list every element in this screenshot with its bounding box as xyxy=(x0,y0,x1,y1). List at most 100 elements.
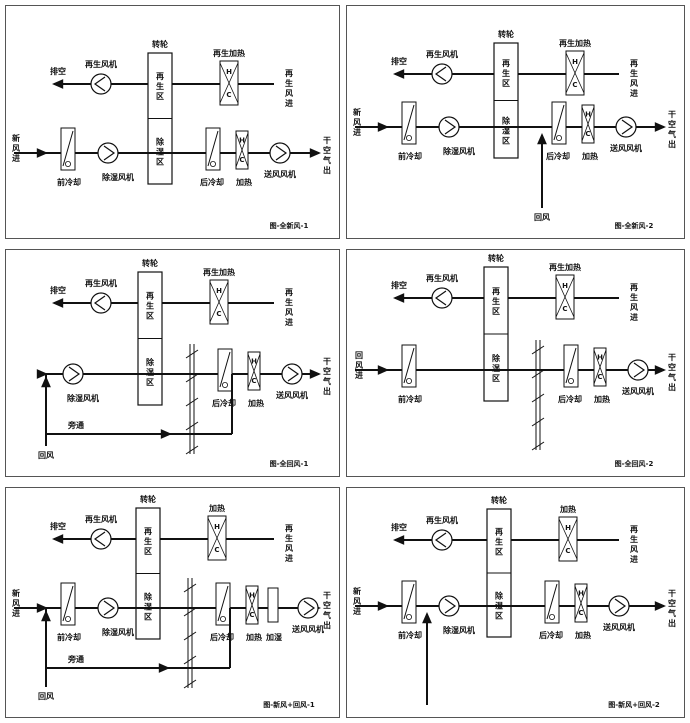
humidifier-icon xyxy=(267,587,279,623)
dry-air-out-label: 干空气出 xyxy=(322,357,331,396)
regen-fan-label: 再生风机 xyxy=(85,59,117,69)
regen-zone-label: 再生区 xyxy=(144,527,152,556)
bypass-damper-slash xyxy=(531,345,545,355)
bypass-damper-slash xyxy=(183,583,197,593)
regen-zone-label: 再生区 xyxy=(495,528,503,557)
dehum-fan-label: 除湿风机 xyxy=(102,627,134,637)
post-cooler-icon-minus-icon xyxy=(221,381,228,388)
regen-heater-icon-cross-b xyxy=(558,518,578,560)
pre-cooler-icon-diagonal xyxy=(403,583,415,620)
dehum-fan-label: 除湿风机 xyxy=(443,146,475,156)
diagram-svg: 排空再生风机HC再生加热再生风进再生区除湿区转轮干空气出新风进前冷却除湿风机后冷… xyxy=(12,39,331,230)
reheat-label: 加热 xyxy=(574,630,591,640)
post-cooler-icon-diagonal xyxy=(219,351,231,388)
wheel-label: 转轮 xyxy=(142,258,158,268)
exhaust-label: 排空 xyxy=(391,280,407,290)
supply-fan-icon xyxy=(627,359,649,381)
pre-cooler-icon-diagonal xyxy=(403,104,415,141)
diagram-svg: 排空再生风机HC再生加热再生风进再生区除湿区转轮干空气出回风进前冷却后冷却HC加… xyxy=(355,253,676,468)
regen-heat-label: 再生加热 xyxy=(549,262,581,272)
regen-heater-icon-h-mark: H xyxy=(565,524,571,532)
figure-caption: 图-全新风-1 xyxy=(270,221,309,230)
post-cooler-icon-diagonal xyxy=(207,130,219,167)
supply-fan-icon xyxy=(281,363,303,385)
diagram-panel-fresh-return-2: 排空再生风机HC加热再生风进再生区除湿区转轮干空气出新风进前冷却除湿风机后冷却H… xyxy=(346,487,685,718)
post-cooler-icon-diagonal xyxy=(553,104,565,141)
reheater-icon-cross-b xyxy=(245,587,259,623)
dehum-fan-icon xyxy=(62,363,84,385)
reheater-icon-h-mark: H xyxy=(578,589,584,597)
reheater-icon-c-mark: C xyxy=(585,130,590,138)
regen-in-label: 再生风进 xyxy=(630,59,638,98)
exhaust-arrow xyxy=(393,69,405,79)
bypass-damper-slash xyxy=(531,393,545,403)
reheater-icon-h-mark: H xyxy=(585,110,591,118)
inlet-arrow xyxy=(36,148,48,158)
post-cooler-icon-minus-icon xyxy=(555,134,562,141)
regen-fan-label: 再生风机 xyxy=(85,278,117,288)
wheel-label: 转轮 xyxy=(491,495,507,505)
pre-cool-label: 前冷却 xyxy=(57,632,81,642)
bypass-damper-slash xyxy=(183,631,197,641)
supply-arrow xyxy=(654,601,666,611)
supply-arrow xyxy=(654,122,666,132)
inlet-arrow xyxy=(377,122,389,132)
post-cooler-icon-minus-icon xyxy=(209,160,216,167)
reheater-icon-c-mark: C xyxy=(239,156,244,164)
dehum-zone-label: 除湿区 xyxy=(492,353,501,383)
supply-fan-label: 送风风机 xyxy=(621,386,654,396)
regen-fan-label: 再生风机 xyxy=(426,49,458,59)
exhaust-label: 排空 xyxy=(50,521,66,531)
dehum-fan-label: 除湿风机 xyxy=(102,172,134,182)
regen-fan-icon xyxy=(431,287,453,309)
supply-fan-icon xyxy=(608,595,630,617)
bypass-damper-slash xyxy=(185,421,199,431)
regen-heater-icon-h-mark: H xyxy=(572,58,578,66)
regen-zone-label: 再生区 xyxy=(492,287,500,316)
supply-fan-icon-blade xyxy=(303,600,316,616)
fresh-in-label: 新风进 xyxy=(353,107,361,137)
pre-cooler-icon-minus-icon xyxy=(406,377,413,384)
regen-fan-label: 再生风机 xyxy=(426,273,458,283)
reheater-icon-h-mark: H xyxy=(597,353,603,361)
return-in-label: 回风进 xyxy=(355,351,363,380)
diagram-panel-fresh-return-1: 排空再生风机HC加热再生风进再生区除湿区转轮干空气出新风进前冷却除湿风机后冷却H… xyxy=(5,487,340,718)
post-cooler-icon-minus-icon xyxy=(219,615,226,622)
dehum-fan-icon-blade xyxy=(444,598,457,614)
supply-arrow xyxy=(654,365,666,375)
supply-fan-icon xyxy=(615,116,637,138)
dry-air-out-label: 干空气出 xyxy=(667,110,676,149)
regen-heater-icon-h-mark: H xyxy=(216,287,222,295)
fresh-in-label: 新风进 xyxy=(12,133,20,163)
post-cooler-icon-minus-icon xyxy=(567,377,574,384)
regen-fan-icon xyxy=(90,292,112,314)
post-cooler-icon-diagonal xyxy=(217,585,229,622)
supply-fan-icon-blade xyxy=(614,598,627,614)
dry-air-out-label: 干空气出 xyxy=(322,136,331,175)
diagram-group: 排空再生风机HC再生加热再生风进再生区除湿区转轮干空气出除湿风机后冷却HC加热送… xyxy=(36,258,331,468)
regen-heater-icon-h-mark: H xyxy=(226,68,232,76)
supply-fan-icon-blade xyxy=(287,366,300,382)
dehum-fan-label: 除湿风机 xyxy=(443,625,475,635)
post-cool-label: 后冷却 xyxy=(546,151,570,161)
reheater-icon-h-mark: H xyxy=(249,591,255,599)
exhaust-label: 排空 xyxy=(50,66,66,76)
supply-fan-label: 送风风机 xyxy=(275,390,308,400)
post-cool-label: 后冷却 xyxy=(212,398,236,408)
figure-caption: 图-新风+回风-1 xyxy=(263,700,315,709)
regen-zone-label: 再生区 xyxy=(146,292,154,321)
diagram-svg: 排空再生风机HC加热再生风进再生区除湿区转轮干空气出新风进前冷却除湿风机后冷却H… xyxy=(12,494,331,709)
regen-heater-icon-h-mark: H xyxy=(562,282,568,290)
regen-in-label: 再生风进 xyxy=(630,525,638,564)
regen-heat-label: 再生加热 xyxy=(559,38,591,48)
regen-heater-icon-c-mark: C xyxy=(572,81,577,89)
pre-cooler-icon-diagonal xyxy=(403,347,415,384)
diagram-svg: 排空再生风机HC再生加热再生风进再生区除湿区转轮干空气出新风进前冷却除湿风机后冷… xyxy=(353,29,676,230)
regen-in-label: 再生风进 xyxy=(285,524,293,563)
supply-fan-icon xyxy=(297,597,319,619)
regen-heater-icon-c-mark: C xyxy=(565,547,570,555)
inlet-arrow xyxy=(377,601,389,611)
supply-fan-icon-blade xyxy=(275,145,288,161)
